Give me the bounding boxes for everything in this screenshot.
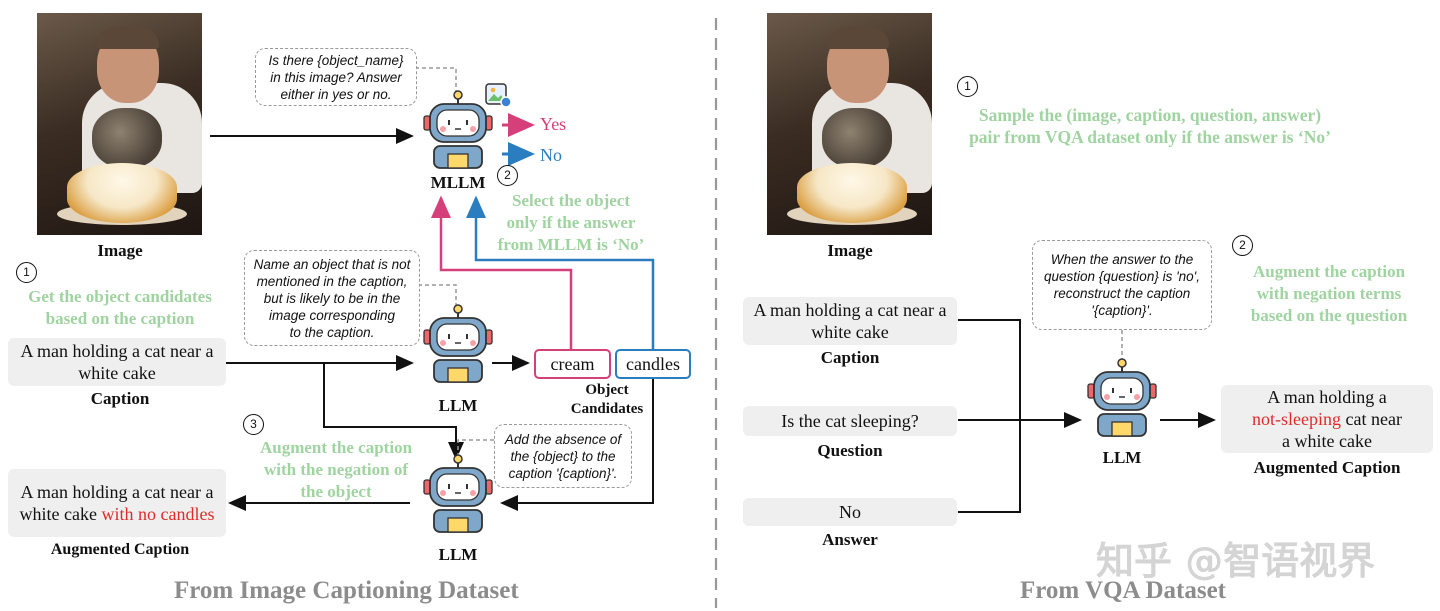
- vqa-caption-label: Caption: [820, 348, 880, 367]
- watermark: 知乎 @智语视界: [1096, 539, 1376, 583]
- cream-to-mllm-arrow: [431, 195, 573, 349]
- vqa-llm-robot-icon: [1087, 358, 1157, 437]
- vqa-augmented-box: A man holding a not-sleeping cat near a …: [1221, 385, 1433, 453]
- mllm-label: MLLM: [430, 173, 486, 192]
- caption-label: Caption: [90, 389, 150, 408]
- step-3-badge: 3: [243, 414, 264, 435]
- image-label: Image: [97, 241, 143, 260]
- vqa-answer-box: No: [743, 498, 957, 526]
- image-icon: [485, 83, 512, 108]
- vqa-step-2-badge: 2: [1232, 235, 1253, 256]
- candles-to-mllm-arrow: [466, 195, 655, 349]
- llm-robot-icon: [423, 304, 493, 383]
- vqa-answer-label: Answer: [822, 530, 878, 549]
- input-photo: [37, 13, 202, 235]
- mllm-robot-icon: [423, 90, 493, 169]
- vqa-llm-label: LLM: [1102, 448, 1142, 467]
- right-footer: From VQA Dataset: [1020, 577, 1226, 604]
- left-footer: From Image Captioning Dataset: [174, 577, 519, 604]
- vqa-question-label: Question: [817, 441, 883, 460]
- no-label: No: [540, 145, 562, 165]
- vqa-step-1-badge: 1: [957, 76, 978, 97]
- vqa-question-box: Is the cat sleeping?: [743, 406, 957, 436]
- augmented-caption-box: A man holding a cat near a white cake wi…: [8, 469, 226, 537]
- step-2-badge: 2: [497, 165, 518, 186]
- candidate-to-llm2-arrow: [500, 377, 654, 511]
- yes-label: Yes: [540, 114, 567, 134]
- vqa-image-label: Image: [827, 241, 873, 260]
- caption-to-llm2-arrow: [323, 363, 464, 460]
- llm-label-2: LLM: [438, 545, 478, 564]
- vqa-step-1-text: Sample the (image, caption, question, an…: [969, 105, 1331, 147]
- vqa-augmented-label: Augmented Caption: [1253, 458, 1401, 477]
- augmented-caption-label: Augmented Caption: [50, 541, 190, 558]
- mllm-prompt-box: Is there {object_name}in this image? Ans…: [255, 48, 417, 106]
- llm-robot-icon-2: [423, 454, 493, 533]
- llm-label-1: LLM: [438, 396, 478, 415]
- vqa-photo: [767, 13, 932, 235]
- candidate-candles: candles: [615, 349, 691, 379]
- candidate-cream: cream: [534, 349, 611, 379]
- step-1-badge: 1: [16, 262, 37, 283]
